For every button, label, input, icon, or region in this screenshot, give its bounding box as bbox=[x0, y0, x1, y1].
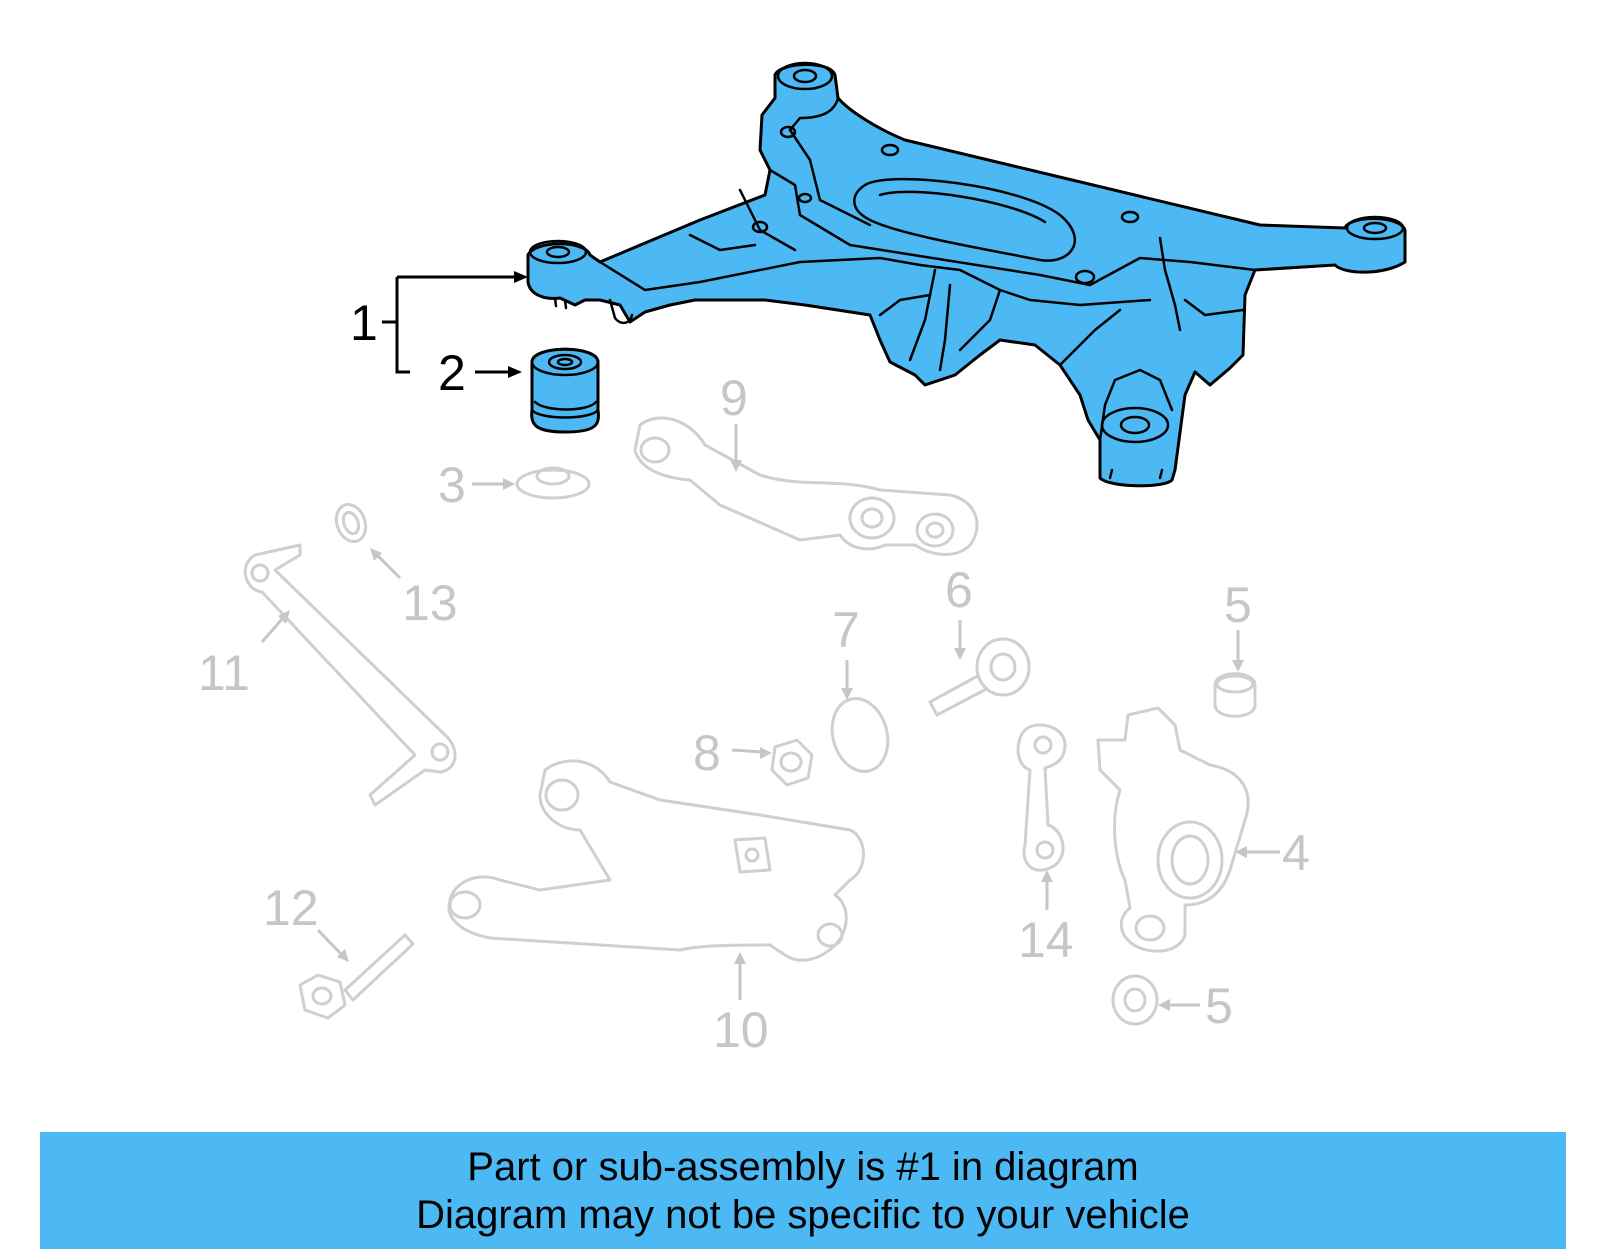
knuckle-part-4[interactable] bbox=[1096, 706, 1250, 953]
o-ring-part-7[interactable] bbox=[824, 692, 895, 777]
callout-4: 4 bbox=[1282, 825, 1310, 881]
lower-control-arm-part-10[interactable] bbox=[447, 759, 865, 962]
callout-10: 10 bbox=[713, 1002, 769, 1058]
callout-1: 1 bbox=[350, 295, 378, 351]
nut-part-8[interactable] bbox=[770, 738, 814, 787]
banner-line-1: Part or sub-assembly is #1 in diagram bbox=[467, 1144, 1139, 1189]
upper-control-arm-part-9[interactable] bbox=[633, 416, 979, 556]
callout-2: 2 bbox=[438, 345, 466, 401]
bolt-part-12[interactable] bbox=[298, 933, 415, 1020]
cam-bolt-part-6[interactable] bbox=[928, 637, 1031, 717]
callout-8: 8 bbox=[693, 725, 721, 781]
callout-6: 6 bbox=[945, 562, 973, 618]
callout-9: 9 bbox=[720, 370, 748, 426]
callout-11: 11 bbox=[198, 645, 250, 701]
leader-lines bbox=[260, 271, 1280, 1011]
callout-5-upper: 5 bbox=[1224, 577, 1252, 633]
bushing-part-2[interactable] bbox=[530, 347, 600, 434]
info-banner: Part or sub-assembly is #1 in diagram Di… bbox=[40, 1132, 1566, 1249]
bushing-part-5-upper[interactable] bbox=[1213, 672, 1257, 718]
o-ring-part-13[interactable] bbox=[331, 500, 370, 545]
bushing-part-5-lower[interactable] bbox=[1111, 974, 1159, 1026]
callout-13: 13 bbox=[402, 575, 458, 631]
bushing-washer-part-3[interactable] bbox=[515, 466, 591, 500]
callout-7: 7 bbox=[832, 602, 860, 658]
crossmember-part-1[interactable] bbox=[526, 61, 1407, 488]
banner-line-2: Diagram may not be specific to your vehi… bbox=[416, 1192, 1190, 1237]
callout-14: 14 bbox=[1018, 912, 1074, 968]
callout-12: 12 bbox=[263, 880, 319, 936]
callout-5-lower: 5 bbox=[1205, 978, 1233, 1034]
stabilizer-link-part-11[interactable] bbox=[243, 543, 457, 807]
callout-3: 3 bbox=[438, 457, 466, 513]
toe-link-part-14[interactable] bbox=[1016, 723, 1067, 872]
